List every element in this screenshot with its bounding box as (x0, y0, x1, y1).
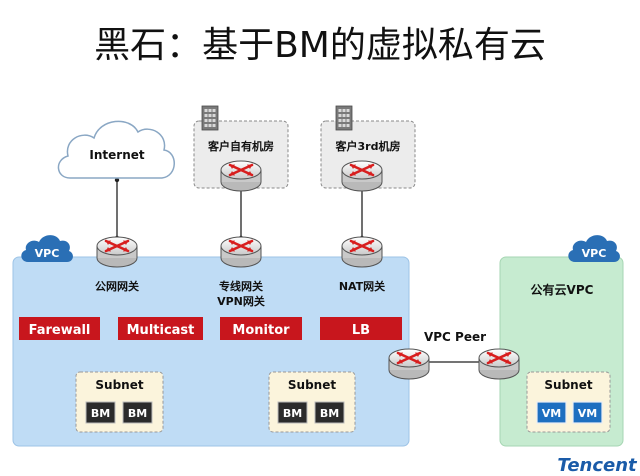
service-lb: LB (320, 317, 402, 340)
router-icon (219, 235, 263, 269)
internet-label: Internet (89, 148, 144, 162)
router-icon (340, 159, 384, 193)
subnet-label: Subnet (544, 378, 592, 392)
vpc-right-badge: VPC (568, 235, 620, 262)
svg-text:Multicast: Multicast (127, 323, 195, 338)
router-icon (95, 235, 139, 269)
router-icon (477, 347, 521, 381)
page-title: 黑石：基于BM的虚拟私有云 (94, 25, 546, 66)
gateway-public-label: 公网网关 (95, 279, 139, 293)
service-firewall: Farewall (19, 317, 100, 340)
service-monitor: Monitor (220, 317, 302, 340)
subnet-right: Subnet VM VM (526, 371, 611, 433)
subnet-left-1: Subnet BM BM (75, 371, 164, 433)
svg-text:VM: VM (578, 407, 597, 420)
vpc-right-title: 公有云VPC (531, 282, 594, 297)
bm-node: BM (85, 401, 116, 424)
router-icon (340, 235, 384, 269)
bm-node: BM (277, 401, 308, 424)
gateway-dedicated-vpn: 专线网关 VPN网关 (217, 235, 265, 308)
gateway-public: 公网网关 (95, 235, 139, 293)
cloud-icon (21, 235, 73, 262)
gateway-dedicated-label: 专线网关 (219, 279, 263, 293)
site-own-idc-label: 客户自有机房 (207, 139, 274, 153)
gateway-vpn-label: VPN网关 (217, 294, 265, 308)
gateway-nat-label: NAT网关 (339, 279, 385, 293)
subnet-left-2: Subnet BM BM (268, 371, 356, 433)
vm-node: VM (572, 401, 603, 424)
tencent-logo: Tencent (557, 455, 638, 476)
building-icon (335, 105, 353, 131)
subnet-label: Subnet (95, 378, 143, 392)
svg-text:VPC: VPC (35, 247, 60, 260)
gateway-nat: NAT网关 (339, 235, 385, 293)
svg-text:BM: BM (128, 407, 147, 420)
svg-text:Farewall: Farewall (29, 323, 91, 338)
vm-node: VM (536, 401, 567, 424)
vpc-left-badge: VPC (21, 235, 73, 262)
site-third-idc: 客户3rd机房 (320, 105, 416, 193)
site-third-idc-label: 客户3rd机房 (335, 139, 401, 153)
vpc-peer-label: VPC Peer (424, 330, 486, 344)
bm-node: BM (122, 401, 153, 424)
site-own-idc: 客户自有机房 (193, 105, 289, 193)
service-multicast: Multicast (118, 317, 203, 340)
svg-text:Monitor: Monitor (232, 323, 290, 338)
svg-text:BM: BM (283, 407, 302, 420)
internet-cloud: Internet (57, 120, 175, 179)
subnet-label: Subnet (288, 378, 336, 392)
cloud-icon (57, 120, 175, 179)
svg-text:BM: BM (91, 407, 110, 420)
vpc-peer: VPC Peer (387, 330, 521, 381)
svg-text:LB: LB (352, 323, 370, 338)
cloud-icon (568, 235, 620, 262)
svg-text:VPC: VPC (582, 247, 607, 260)
bm-node: BM (314, 401, 345, 424)
building-icon (201, 105, 219, 131)
router-icon (387, 347, 431, 381)
svg-text:BM: BM (320, 407, 339, 420)
router-icon (219, 159, 263, 193)
svg-text:VM: VM (542, 407, 561, 420)
